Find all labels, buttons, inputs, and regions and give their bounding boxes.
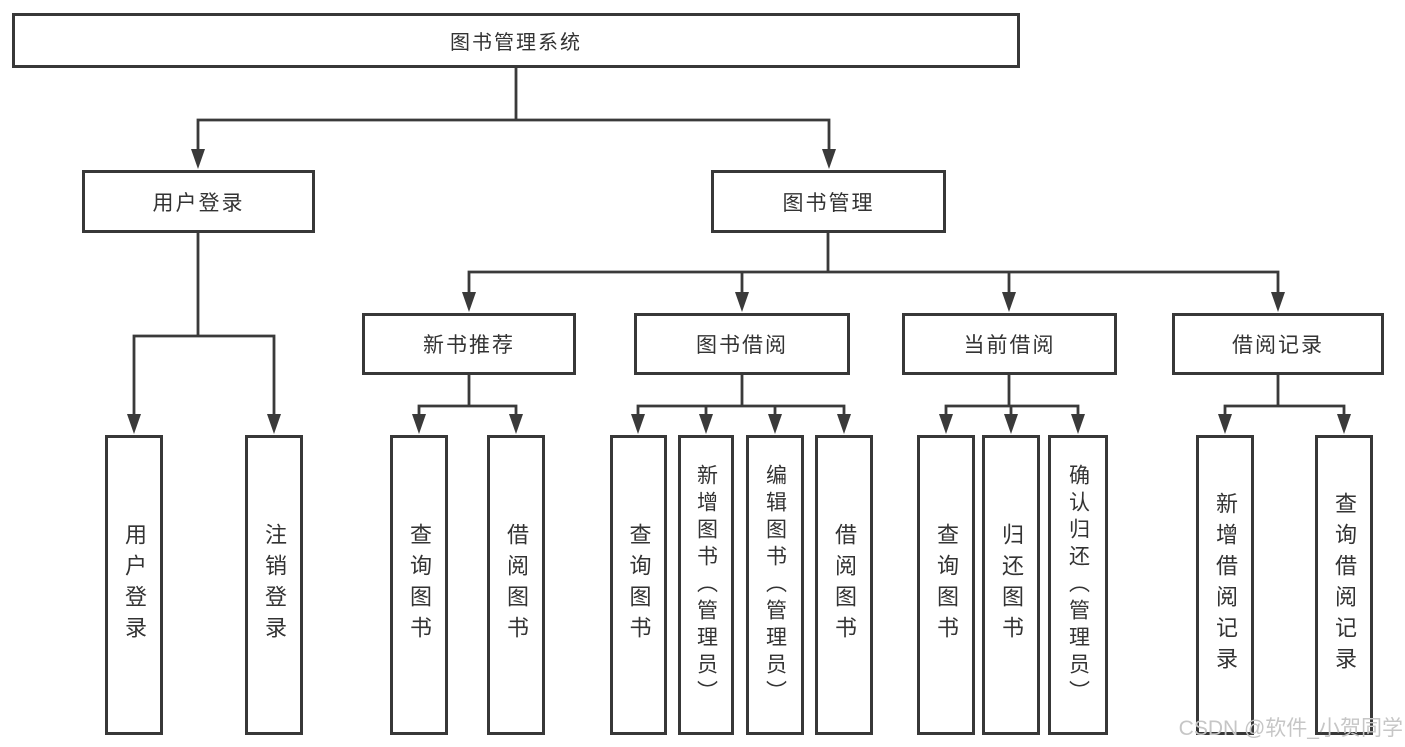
node-current-borrowing: 当前借阅 [902, 313, 1117, 375]
leaf-logout: 注销登录 [245, 435, 303, 735]
node-library-management-system: 图书管理系统 [12, 13, 1020, 68]
node-label: 归还图书 [999, 523, 1024, 647]
node-label: 新增借阅记录 [1213, 492, 1238, 678]
node-label: 新书推荐 [423, 334, 515, 357]
node-label: 借阅图书 [504, 523, 529, 647]
node-book-management: 图书管理 [711, 170, 946, 233]
node-label: 用户登录 [122, 523, 147, 647]
leaf-add-books-admin: 新增图书（管理员） [678, 435, 734, 735]
leaf-borrow-books: 借阅图书 [815, 435, 873, 735]
node-label: 查询借阅记录 [1332, 492, 1357, 678]
node-label: 编辑图书（管理员） [763, 463, 787, 707]
node-label: 当前借阅 [963, 334, 1056, 357]
leaf-confirm-return-admin: 确认归还（管理员） [1048, 435, 1108, 735]
leaf-query-books: 查询图书 [917, 435, 975, 735]
leaf-query-books: 查询图书 [610, 435, 667, 735]
node-label: 借阅记录 [1232, 334, 1324, 357]
leaf-edit-books-admin: 编辑图书（管理员） [746, 435, 804, 735]
node-label: 图书借阅 [696, 334, 788, 357]
node-user-login: 用户登录 [82, 170, 315, 233]
node-label: 图书管理 [782, 191, 875, 215]
node-new-book-recommendation: 新书推荐 [362, 313, 576, 375]
node-borrowing-records: 借阅记录 [1172, 313, 1384, 375]
leaf-user-login: 用户登录 [105, 435, 163, 735]
node-label: 新增图书（管理员） [694, 463, 718, 707]
leaf-borrow-books: 借阅图书 [487, 435, 545, 735]
node-label: 图书管理系统 [450, 32, 582, 54]
node-label: 查询图书 [626, 523, 652, 647]
leaf-query-books: 查询图书 [390, 435, 448, 735]
leaf-query-borrow-record: 查询借阅记录 [1315, 435, 1373, 735]
leaf-return-books: 归还图书 [982, 435, 1040, 735]
node-label: 查询图书 [407, 523, 432, 647]
node-label: 确认归还（管理员） [1066, 463, 1090, 707]
leaf-add-borrow-record: 新增借阅记录 [1196, 435, 1254, 735]
node-label: 注销登录 [262, 523, 287, 647]
node-label: 查询图书 [934, 523, 959, 647]
node-book-borrowing: 图书借阅 [634, 313, 850, 375]
node-label: 用户登录 [152, 191, 245, 215]
csdn-watermark: CSDN @软件_小贺同学 [1178, 717, 1403, 740]
node-label: 借阅图书 [832, 523, 857, 647]
